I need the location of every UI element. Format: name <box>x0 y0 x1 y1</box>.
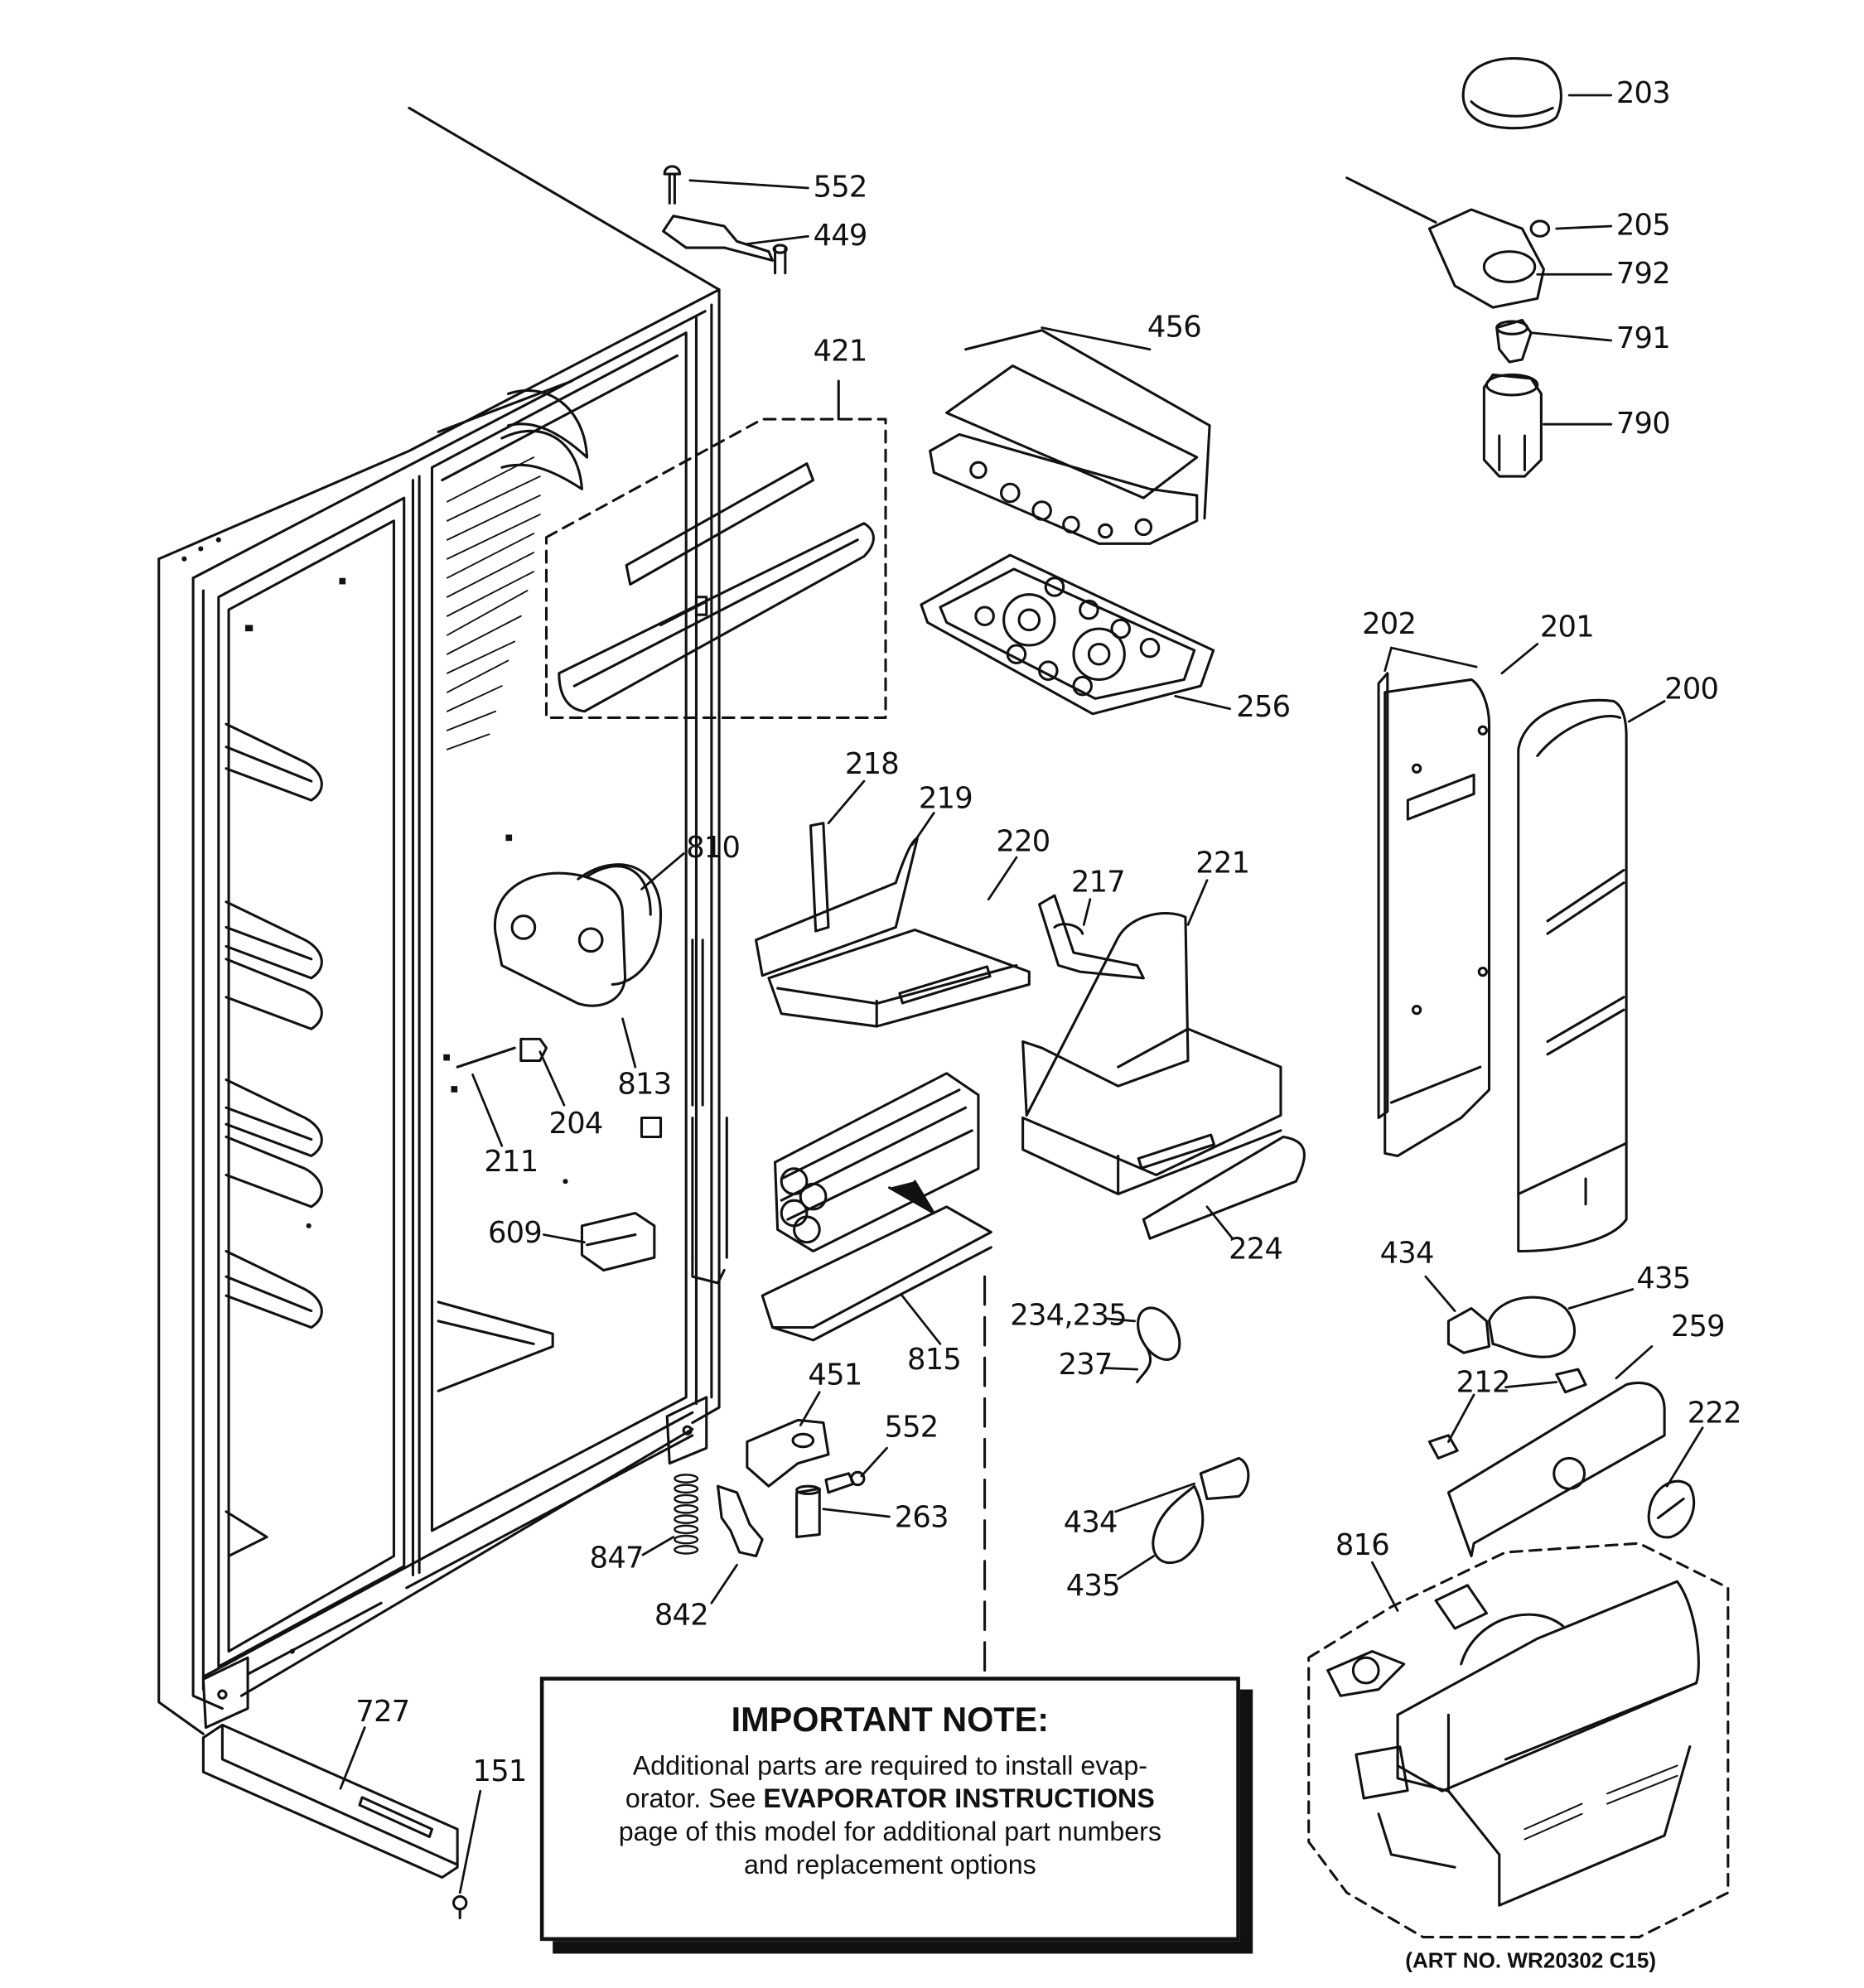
label-200: 200 <box>1664 673 1719 707</box>
label-222: 222 <box>1687 1397 1742 1431</box>
note-line-2-text: orator. See <box>625 1784 764 1814</box>
label-810: 810 <box>686 832 741 866</box>
label-456: 456 <box>1147 311 1202 345</box>
label-815: 815 <box>907 1344 962 1378</box>
label-234-235: 234,235 <box>1010 1299 1127 1333</box>
label-237: 237 <box>1058 1349 1113 1382</box>
cabinet-drawing <box>157 106 721 1735</box>
important-note-box: IMPORTANT NOTE: Additional parts are req… <box>539 1677 1240 1942</box>
top-hinge-drawing <box>662 165 788 275</box>
important-note-heading: IMPORTANT NOTE: <box>731 1701 1050 1740</box>
label-202: 202 <box>1362 608 1417 642</box>
leader-lines <box>339 94 1704 1894</box>
fan-shroud-drawing <box>456 863 663 1272</box>
light-parts-drawing <box>1136 1306 1181 1383</box>
label-221: 221 <box>1195 847 1250 881</box>
label-451: 451 <box>808 1358 862 1392</box>
label-218: 218 <box>844 748 900 782</box>
important-note-body: Additional parts are required to install… <box>543 1750 1236 1882</box>
label-449: 449 <box>813 220 868 253</box>
label-813: 813 <box>617 1068 672 1102</box>
label-256: 256 <box>1236 691 1291 725</box>
control-panel-assembly <box>544 379 887 719</box>
label-609: 609 <box>487 1217 543 1250</box>
label-263: 263 <box>894 1501 949 1535</box>
dispenser-plate-drawing <box>920 329 1215 716</box>
label-224: 224 <box>1229 1233 1283 1267</box>
dispenser-door-panels <box>1377 672 1628 1253</box>
evaporator-instructions-ref: EVAPORATOR INSTRUCTIONS <box>763 1784 1155 1814</box>
label-552-top: 552 <box>813 171 868 205</box>
label-211: 211 <box>484 1146 538 1180</box>
note-line-4: and replacement options <box>743 1850 1036 1880</box>
label-552-lower: 552 <box>884 1411 939 1445</box>
label-205: 205 <box>1615 210 1671 243</box>
label-219: 219 <box>918 782 973 816</box>
lamp-drawing <box>1152 1296 1587 1565</box>
label-791: 791 <box>1615 322 1671 356</box>
label-434-lower: 434 <box>1063 1506 1118 1540</box>
label-203: 203 <box>1615 77 1671 111</box>
lower-hinge-drawing <box>674 1418 866 1558</box>
label-842: 842 <box>654 1599 709 1633</box>
note-line-1: Additional parts are required to install… <box>632 1751 1147 1781</box>
label-847: 847 <box>589 1542 645 1575</box>
label-435-lower: 435 <box>1065 1570 1121 1604</box>
label-434-upper: 434 <box>1379 1237 1435 1271</box>
note-line-2: orator. See EVAPORATOR INSTRUCTIONS <box>543 1783 1236 1817</box>
label-204: 204 <box>548 1107 604 1141</box>
label-727: 727 <box>355 1696 410 1730</box>
label-212: 212 <box>1456 1367 1511 1400</box>
label-259: 259 <box>1670 1310 1726 1344</box>
note-line-3: page of this model for additional part n… <box>618 1817 1161 1847</box>
label-816: 816 <box>1335 1529 1390 1563</box>
evaporator-drawing <box>691 939 992 1678</box>
label-435-upper: 435 <box>1636 1262 1691 1296</box>
art-number: (ART NO. WR20302 C15) <box>1405 1948 1657 1973</box>
label-792: 792 <box>1615 258 1671 292</box>
ice-chute-drawing <box>755 822 1031 1028</box>
toe-grille-drawing <box>201 1723 468 1920</box>
lamp-cover-drawing <box>1446 1382 1696 1558</box>
label-220: 220 <box>996 825 1050 859</box>
icemaker-assembly <box>1307 1542 1730 1939</box>
ice-bucket-drawing <box>1021 894 1306 1240</box>
filter-assembly-drawing <box>1345 57 1562 478</box>
label-217: 217 <box>1070 866 1126 900</box>
label-201: 201 <box>1539 610 1595 644</box>
label-151: 151 <box>472 1755 528 1789</box>
label-421: 421 <box>813 335 868 369</box>
label-790: 790 <box>1615 408 1671 442</box>
